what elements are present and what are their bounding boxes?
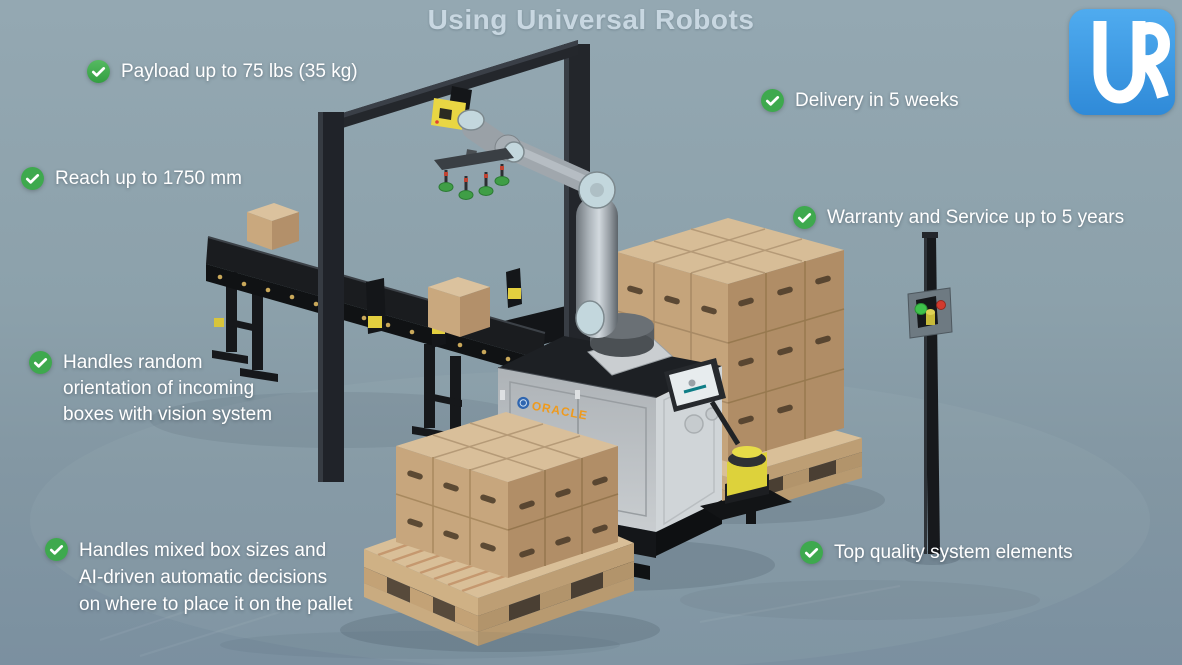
box-handle-slots <box>627 275 831 425</box>
box-handle-slots <box>407 470 608 558</box>
safety-laser-scanner <box>700 446 792 524</box>
check-icon <box>87 60 110 83</box>
check-icon <box>21 167 44 190</box>
feature-warranty: Warranty and Service up to 5 years <box>792 205 1124 231</box>
check-icon <box>45 538 68 561</box>
logo-letter-r-leg <box>1137 54 1169 99</box>
conveyor-box <box>428 277 490 337</box>
feature-vision-system: Handles random orientation of incoming b… <box>28 350 272 428</box>
signal-pole <box>907 232 953 554</box>
feature-label: Reach up to 1750 mm <box>55 168 242 189</box>
feature-mixed-boxes: Handles mixed box sizes and AI-driven au… <box>44 537 353 618</box>
conveyor-box <box>247 203 299 250</box>
cabinet-side <box>656 366 722 532</box>
feature-delivery: Delivery in 5 weeks <box>760 88 959 114</box>
check-icon <box>793 206 816 229</box>
check-icon <box>800 541 823 564</box>
feature-reach: Reach up to 1750 mm <box>20 166 242 192</box>
check-icon <box>29 351 52 374</box>
teach-pendant <box>664 358 741 446</box>
ur-logo <box>1069 9 1175 115</box>
tool-flange-cap <box>457 109 485 131</box>
feature-label: Payload up to 75 lbs (35 kg) <box>121 61 358 82</box>
feature-payload: Payload up to 75 lbs (35 kg) <box>86 59 358 85</box>
feature-quality: Top quality system elements <box>799 540 1073 566</box>
shoulder-cap <box>575 300 605 336</box>
box-stack-left <box>395 412 619 578</box>
feature-label: Handles mixed box sizes and AI-driven au… <box>79 540 353 615</box>
red-button <box>936 300 946 310</box>
vacuum-gripper <box>434 148 514 200</box>
feature-label: Handles random orientation of incoming b… <box>63 352 273 425</box>
logo-letter-u <box>1093 21 1146 104</box>
page-title: Using Universal Robots <box>427 4 755 35</box>
green-button <box>914 303 928 315</box>
feature-label: Top quality system elements <box>834 542 1073 563</box>
feature-label: Delivery in 5 weeks <box>795 90 959 111</box>
check-icon <box>761 89 784 112</box>
feature-label: Warranty and Service up to 5 years <box>827 207 1125 228</box>
suction-cups <box>438 176 510 200</box>
conveyor-leg <box>226 272 237 352</box>
robot-arm <box>434 109 673 376</box>
floor-reflections <box>99 580 1040 659</box>
